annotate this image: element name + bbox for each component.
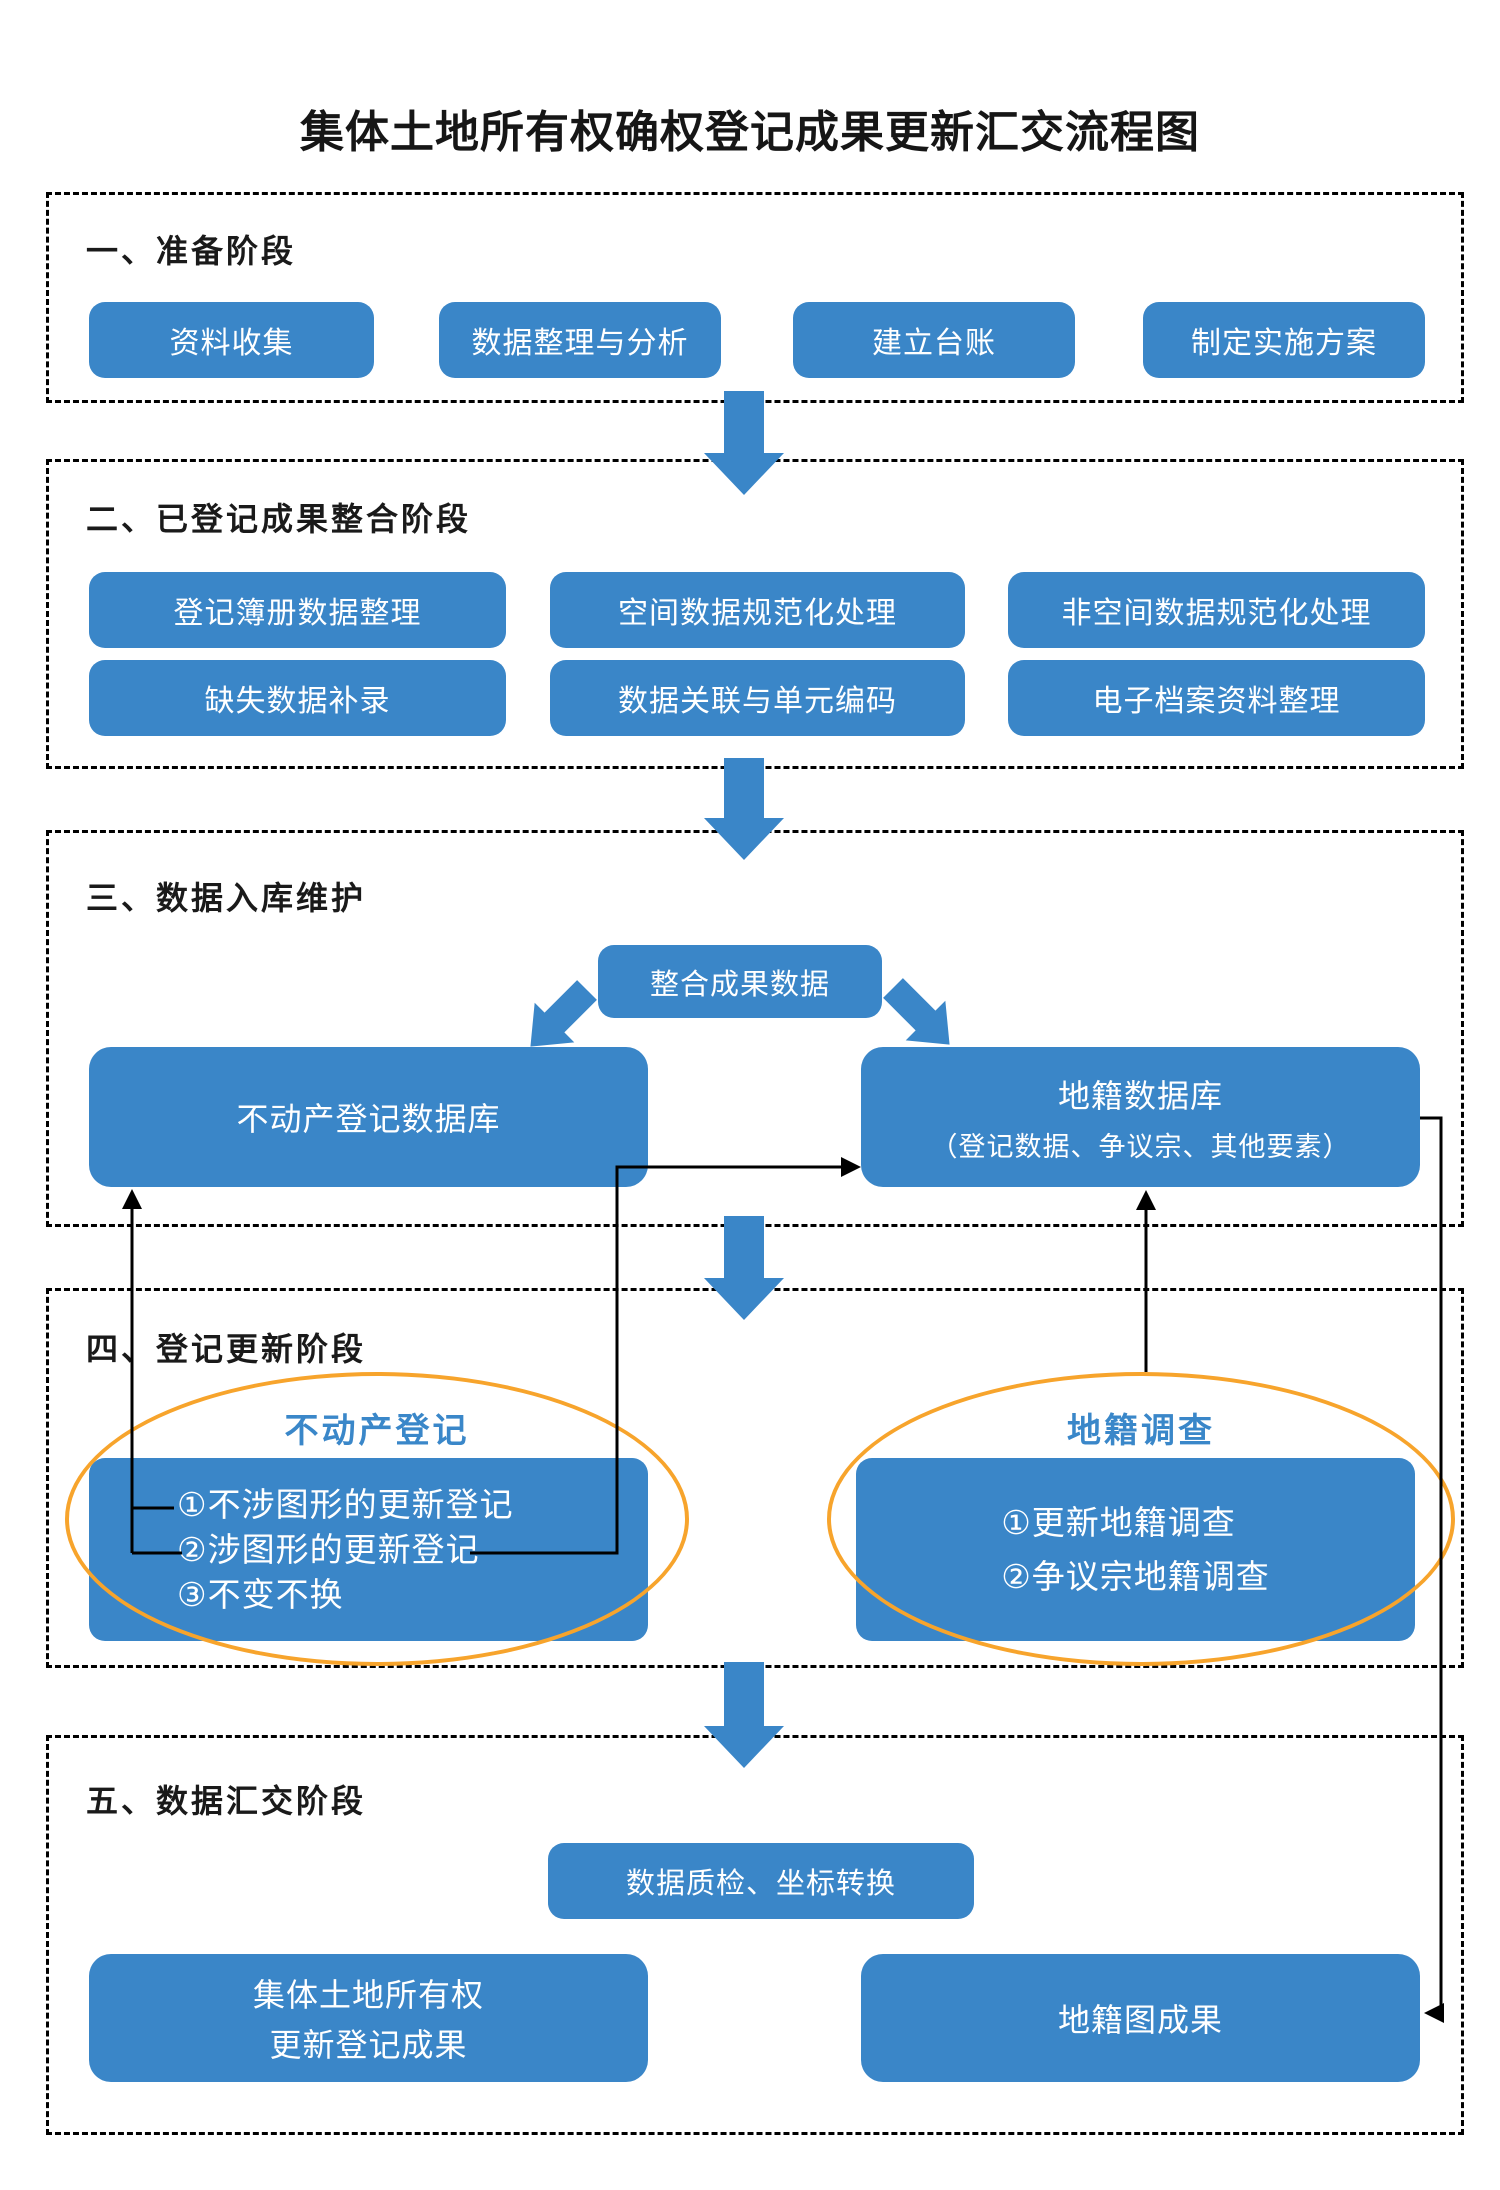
cadastral-db-subtitle: （登记数据、争议宗、其他要素） (930, 1131, 1351, 1162)
node-earchive-organize: 电子档案资料整理 (1008, 660, 1425, 736)
section-1-label: 一、准备阶段 (86, 233, 297, 269)
node-create-ledger: 建立台账 (793, 302, 1075, 378)
node-qc-coordinate-transform: 数据质检、坐标转换 (548, 1843, 974, 1919)
node-ownership-update-result: 集体土地所有权 更新登记成果 (89, 1954, 648, 2082)
node-material-collection: 资料收集 (89, 302, 374, 378)
node-register-book-organize: 登记簿册数据整理 (89, 572, 506, 648)
section-5-label: 五、数据汇交阶段 (86, 1783, 367, 1819)
realestate-registration-title: 不动产登记 (284, 1412, 470, 1450)
cadastral-db-title: 地籍数据库 (1057, 1077, 1223, 1114)
node-integrated-result-data: 整合成果数据 (598, 945, 882, 1018)
node-nonspatial-data-standardize: 非空间数据规范化处理 (1008, 572, 1425, 648)
node-implementation-plan: 制定实施方案 (1143, 302, 1425, 378)
section-4-label: 四、登记更新阶段 (86, 1331, 367, 1367)
ownership-result-text: 集体土地所有权 更新登记成果 (253, 1970, 484, 2066)
cadastral-survey-title: 地籍调查 (1067, 1412, 1215, 1450)
ownership-result-line2: 更新登记成果 (269, 2027, 468, 2063)
node-cadastral-map-result: 地籍图成果 (861, 1954, 1420, 2082)
page-title: 集体土地所有权确权登记成果更新汇交流程图 (300, 108, 1200, 157)
node-missing-data-supplement: 缺失数据补录 (89, 660, 506, 736)
section-3-label: 三、数据入库维护 (86, 880, 367, 916)
section-2-label: 二、已登记成果整合阶段 (86, 501, 472, 537)
cadastral-db-text: 地籍数据库 （登记数据、争议宗、其他要素） (931, 1071, 1351, 1164)
ownership-result-line1: 集体土地所有权 (252, 1977, 484, 2013)
node-data-link-unit-coding: 数据关联与单元编码 (550, 660, 965, 736)
node-data-organize-analyze: 数据整理与分析 (439, 302, 721, 378)
node-cadastral-db: 地籍数据库 （登记数据、争议宗、其他要素） (861, 1047, 1420, 1187)
node-realestate-registration-db: 不动产登记数据库 (89, 1047, 648, 1187)
node-spatial-data-standardize: 空间数据规范化处理 (550, 572, 965, 648)
